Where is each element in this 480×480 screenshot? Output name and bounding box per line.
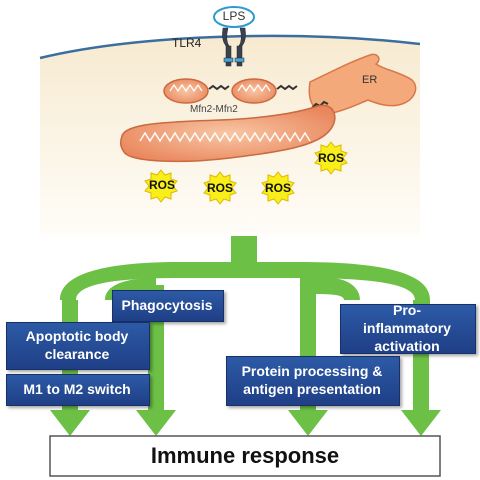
phagocytosis-box	[112, 290, 224, 322]
er-label: ER	[362, 74, 378, 86]
phagocytosis-label: Phagocytosis	[121, 297, 213, 313]
pro-inflammatory-box	[340, 304, 476, 354]
ros-label-4: ROS	[317, 151, 344, 165]
immune-response-box	[49, 435, 441, 477]
apoptotic-clearance-label: Apoptotic body clearance	[25, 328, 129, 362]
arrow-stem	[231, 236, 257, 266]
m1-m2-switch-label: M1 to M2 switch	[23, 381, 131, 397]
arrow-branch-3	[300, 278, 360, 300]
m1-m2-switch-box	[6, 374, 150, 406]
arrow-head-1	[50, 410, 90, 436]
lps-label: LPS	[222, 9, 246, 23]
mfn2-label: Mfn2-Mfn2	[190, 104, 238, 115]
ros-bursts	[144, 141, 348, 205]
tlr4-label: TLR4	[172, 36, 202, 50]
arrow-fan	[60, 262, 430, 310]
ros-burst-1	[144, 169, 178, 203]
ros-burst-3	[261, 171, 295, 205]
tlr4-receptor	[222, 27, 246, 67]
mitochondrion-large	[119, 104, 336, 163]
protein-processing-label: Protein processing & antigen presentatio…	[241, 363, 383, 397]
endoplasmic-reticulum	[308, 53, 417, 115]
immune-response-label: Immune response	[150, 443, 340, 468]
pro-inflammatory-label: Pro-inflammatory activation	[363, 302, 451, 354]
ros-burst-2	[203, 171, 237, 205]
protein-processing-box	[226, 356, 400, 406]
lps-ellipse	[213, 6, 255, 28]
arrow-head-2	[136, 410, 176, 436]
arrow-head-4	[401, 410, 441, 436]
apoptotic-clearance-box	[6, 322, 150, 370]
ros-label-2: ROS	[206, 181, 233, 195]
arrow-head-3	[288, 410, 328, 436]
ros-label-1: ROS	[148, 178, 175, 192]
ros-label-3: ROS	[264, 181, 291, 195]
ros-burst-4	[314, 141, 348, 175]
